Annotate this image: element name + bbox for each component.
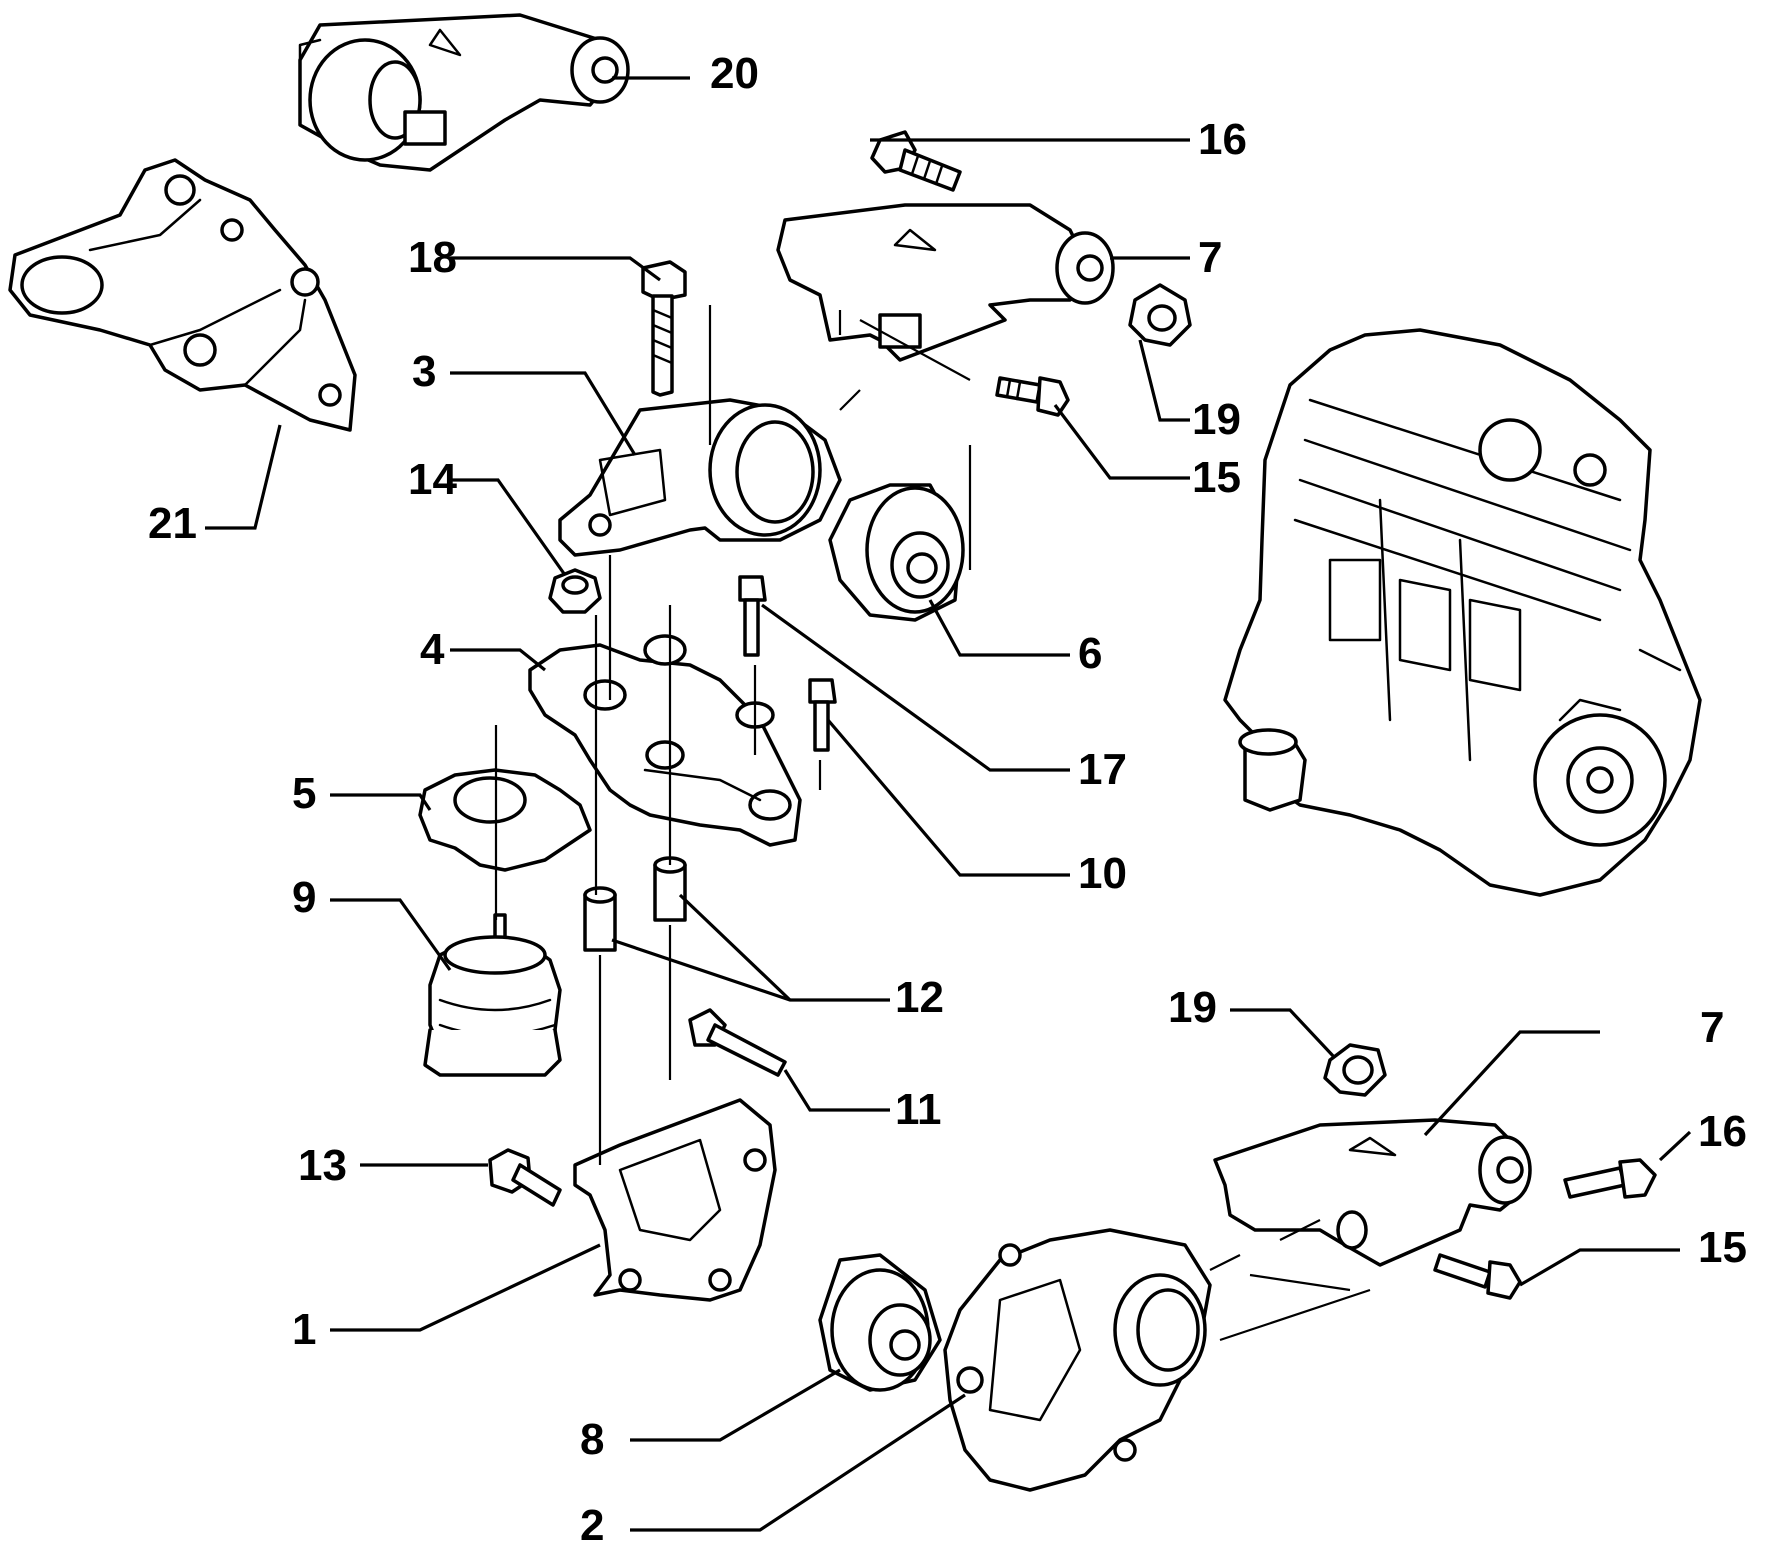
callout-9: 9 — [292, 873, 316, 922]
leader-19-bottom — [1230, 1008, 1337, 1060]
leader-12a — [611, 938, 890, 1002]
callout-6: 6 — [1078, 629, 1102, 678]
part-20-mount — [298, 13, 630, 172]
leader-4 — [450, 648, 546, 672]
leader-15-bottom — [1519, 1248, 1680, 1287]
callout-20: 20 — [710, 49, 759, 98]
callout-13: 13 — [298, 1141, 347, 1190]
leader-9 — [330, 898, 452, 971]
leader-1 — [330, 1243, 601, 1332]
part-21-bracket — [8, 158, 357, 432]
callout-5: 5 — [292, 769, 316, 818]
part-15-bolt-top — [995, 376, 1070, 417]
part-7-bracket-top — [776, 203, 1115, 362]
part-19-nut-top — [1128, 283, 1192, 347]
leader-21 — [205, 424, 282, 530]
part-10-bolt — [808, 678, 837, 752]
part-8-bushing — [818, 1253, 942, 1392]
leader-3 — [450, 371, 637, 456]
part-3-bracket — [558, 398, 842, 557]
leader-7-bottom — [1423, 1030, 1600, 1137]
callout-8: 8 — [580, 1415, 604, 1464]
part-16-bolt-top — [870, 130, 962, 192]
callout-16-top: 16 — [1198, 115, 1247, 164]
part-2-bracket — [943, 1228, 1212, 1492]
callout-19-top: 19 — [1192, 395, 1241, 444]
callout-18: 18 — [408, 233, 457, 282]
leader-15-top — [1053, 404, 1190, 480]
part-17-bolt — [738, 575, 767, 657]
leader-18 — [450, 256, 661, 282]
callout-12: 12 — [895, 973, 944, 1022]
leader-17 — [761, 603, 1070, 772]
part-5-shield — [418, 768, 592, 872]
callout-7-top: 7 — [1198, 233, 1222, 282]
part-16-bolt-bottom — [1563, 1158, 1657, 1199]
leader-16-bottom — [1658, 1130, 1692, 1162]
part-7-bracket-bottom — [1213, 1118, 1532, 1267]
callout-21: 21 — [148, 499, 197, 548]
callout-2: 2 — [580, 1501, 604, 1543]
callout-4: 4 — [420, 625, 445, 674]
part-19-nut-bottom — [1323, 1043, 1387, 1097]
callout-1: 1 — [292, 1305, 316, 1354]
part-6-bushing — [828, 483, 965, 622]
leader-12b — [678, 893, 792, 1002]
part-11-bolt — [688, 1008, 787, 1077]
leader-11 — [783, 1069, 890, 1112]
callout-19-bottom: 19 — [1168, 983, 1217, 1032]
callout-15-bottom: 15 — [1698, 1223, 1747, 1272]
callout-17: 17 — [1078, 745, 1127, 794]
part-9-rubber-mount — [423, 913, 562, 1077]
part-15-bolt-bottom — [1433, 1253, 1522, 1300]
leader-lines — [205, 76, 1692, 1532]
callout-10: 10 — [1078, 849, 1127, 898]
callout-labels: 20 21 16 7 19 15 18 3 14 6 17 10 4 5 9 1… — [148, 49, 1747, 1543]
part-18-bolt — [641, 260, 687, 397]
engine-block — [1223, 328, 1702, 897]
leader-8 — [630, 1368, 841, 1442]
callout-7-bottom: 7 — [1700, 1003, 1724, 1052]
callout-14: 14 — [408, 455, 457, 504]
leader-5 — [330, 793, 432, 811]
alignment-lines — [494, 305, 1371, 1342]
leader-19-top — [1138, 339, 1190, 422]
part-13-bolt — [488, 1148, 562, 1207]
callout-16-bottom: 16 — [1698, 1107, 1747, 1156]
callout-3: 3 — [412, 347, 436, 396]
callout-11: 11 — [895, 1085, 942, 1134]
leader-14 — [450, 478, 567, 576]
callout-15-top: 15 — [1192, 453, 1241, 502]
leader-6 — [928, 599, 1070, 657]
part-1-bracket — [573, 1098, 777, 1302]
leader-2 — [630, 1393, 966, 1532]
part-14-nut — [548, 568, 602, 614]
leader-10 — [826, 718, 1070, 877]
